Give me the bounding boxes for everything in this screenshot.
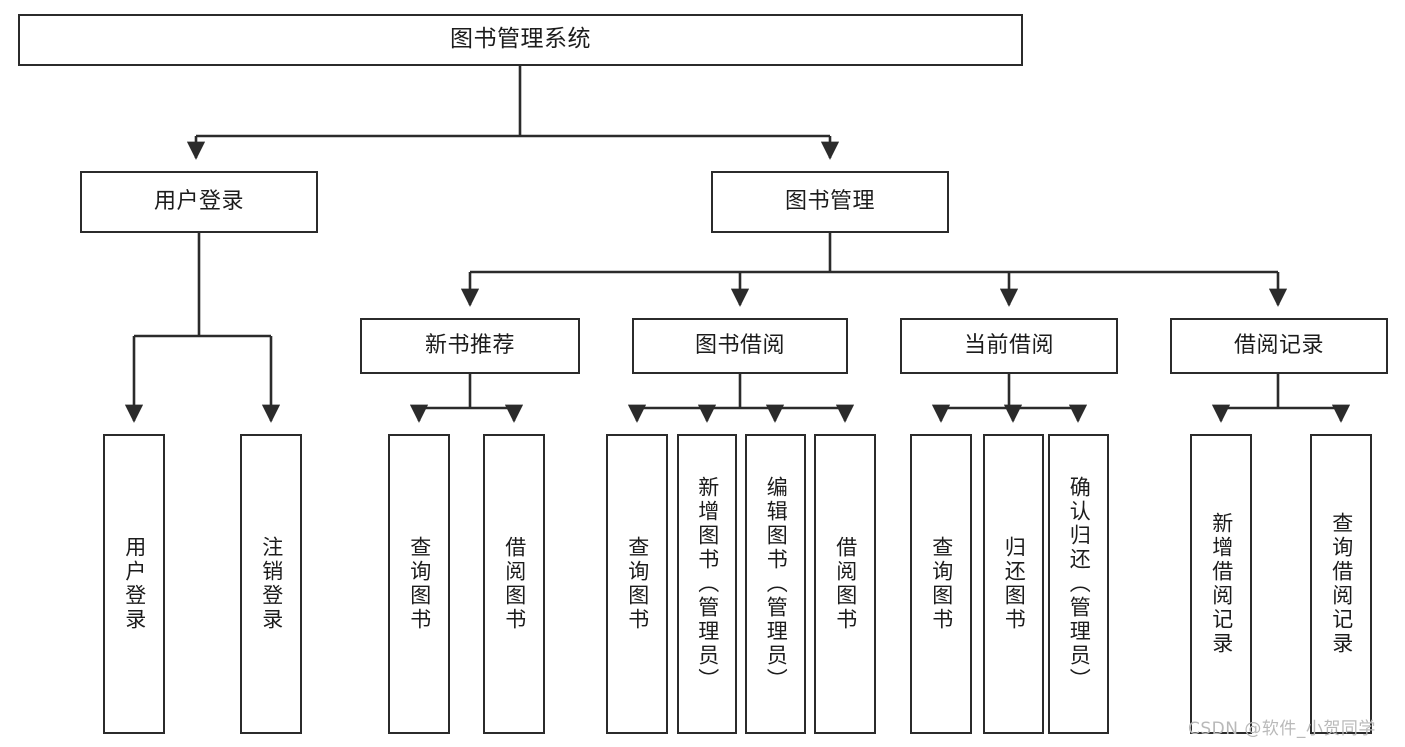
node-leaf-borrow-book-2[interactable]: 借阅图书 <box>814 434 876 734</box>
node-leaf-confirm-return-label: 确认归还（管理员） <box>1067 476 1092 692</box>
node-book-borrow-label: 图书借阅 <box>694 332 785 358</box>
node-leaf-query-book-3-label: 查询图书 <box>929 536 954 632</box>
node-root[interactable]: 图书管理系统 <box>18 14 1023 66</box>
node-borrow-record-label: 借阅记录 <box>1233 332 1324 358</box>
csdn-watermark: CSDN @软件_小贺同学 <box>1188 719 1376 739</box>
node-leaf-user-login[interactable]: 用户登录 <box>103 434 165 734</box>
node-book-manage-label: 图书管理 <box>784 188 875 214</box>
node-leaf-user-login-label: 用户登录 <box>122 536 147 632</box>
node-leaf-edit-book-label: 编辑图书（管理员） <box>764 476 789 692</box>
node-current-borrow[interactable]: 当前借阅 <box>900 318 1118 374</box>
node-new-book-rec[interactable]: 新书推荐 <box>360 318 580 374</box>
node-leaf-add-record[interactable]: 新增借阅记录 <box>1190 434 1252 734</box>
node-user-login[interactable]: 用户登录 <box>80 171 318 233</box>
node-leaf-add-book-label: 新增图书（管理员） <box>695 476 720 692</box>
node-leaf-query-book-3[interactable]: 查询图书 <box>910 434 972 734</box>
node-book-borrow[interactable]: 图书借阅 <box>632 318 848 374</box>
node-leaf-borrow-book-1[interactable]: 借阅图书 <box>483 434 545 734</box>
node-current-borrow-label: 当前借阅 <box>963 332 1054 358</box>
node-leaf-logout-label: 注销登录 <box>259 536 284 632</box>
node-leaf-add-record-label: 新增借阅记录 <box>1209 512 1234 656</box>
node-leaf-query-book-1-label: 查询图书 <box>407 536 432 632</box>
node-leaf-borrow-book-2-label: 借阅图书 <box>833 536 858 632</box>
node-book-manage[interactable]: 图书管理 <box>711 171 949 233</box>
node-leaf-edit-book[interactable]: 编辑图书（管理员） <box>745 434 806 734</box>
node-leaf-query-book-2-label: 查询图书 <box>625 536 650 632</box>
node-root-label: 图书管理系统 <box>450 26 591 53</box>
node-leaf-query-record[interactable]: 查询借阅记录 <box>1310 434 1372 734</box>
node-leaf-confirm-return[interactable]: 确认归还（管理员） <box>1048 434 1109 734</box>
node-leaf-return-book-label: 归还图书 <box>1002 536 1027 632</box>
node-leaf-return-book[interactable]: 归还图书 <box>983 434 1044 734</box>
node-borrow-record[interactable]: 借阅记录 <box>1170 318 1388 374</box>
node-new-book-rec-label: 新书推荐 <box>424 332 515 358</box>
node-user-login-label: 用户登录 <box>153 188 244 214</box>
node-leaf-borrow-book-1-label: 借阅图书 <box>502 536 527 632</box>
node-leaf-logout[interactable]: 注销登录 <box>240 434 302 734</box>
node-leaf-add-book[interactable]: 新增图书（管理员） <box>677 434 737 734</box>
node-leaf-query-record-label: 查询借阅记录 <box>1329 512 1354 656</box>
node-leaf-query-book-2[interactable]: 查询图书 <box>606 434 668 734</box>
node-leaf-query-book-1[interactable]: 查询图书 <box>388 434 450 734</box>
